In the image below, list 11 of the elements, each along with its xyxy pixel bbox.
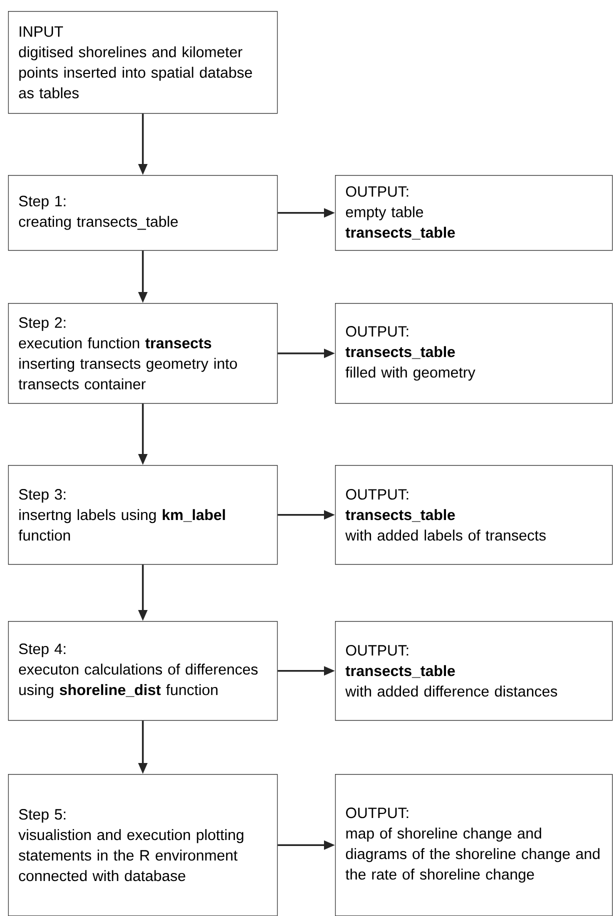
step-box: Step 5: visualistion and execution plotting statements in the R environment connected with database (8, 774, 278, 916)
step-box: Step 2: execution function transects inserting transects geometry into transects container (8, 303, 278, 404)
output-box: OUTPUT: empty table transects_table (335, 175, 613, 251)
output-box: OUTPUT: map of shoreline change and diagrams of the shoreline change and the rate of shoreline change (335, 774, 613, 916)
output-box: OUTPUT: transects_table filled with geometry (335, 303, 613, 404)
input-box: INPUT digitised shorelines and kilometer points inserted into spatial databse as tables (8, 11, 278, 114)
step-box: Step 4: executon calculations of differences using shoreline_dist function (8, 621, 278, 721)
step-box: Step 3: insertng labels using km_label function (8, 465, 278, 565)
output-box: OUTPUT: transects_table with added labels of transects (335, 465, 613, 565)
step-box: Step 1: creating transects_table (8, 175, 278, 251)
output-box: OUTPUT: transects_table with added difference distances (335, 621, 613, 721)
